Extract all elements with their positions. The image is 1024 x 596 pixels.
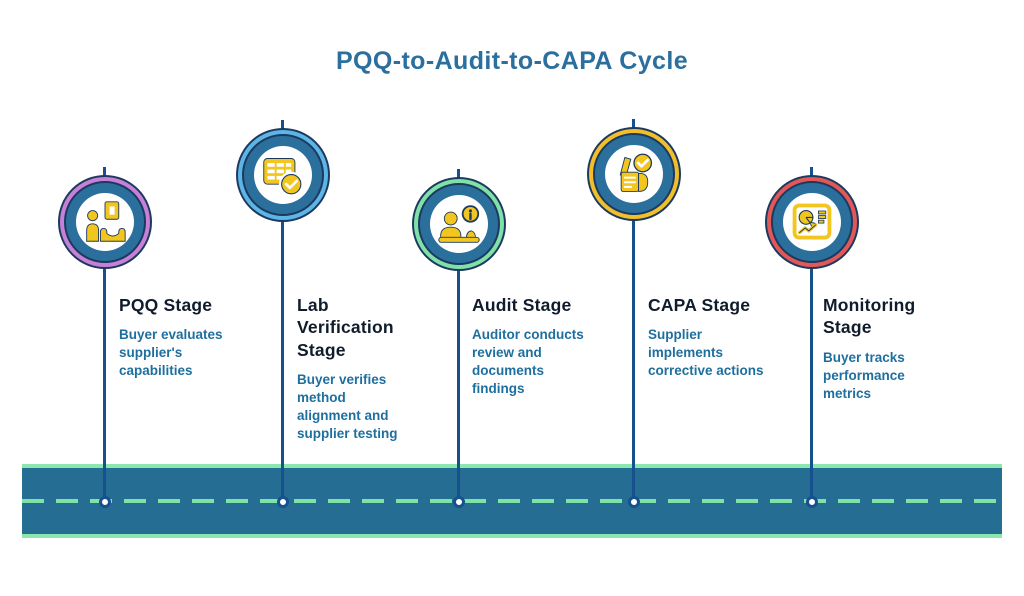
stage-description: Buyer evaluates supplier's capabilities [119,327,223,379]
accent-ring [58,175,152,269]
stage-node [236,128,330,222]
connector-dot [277,496,289,508]
main-ring [242,134,324,216]
page-title: PQQ-to-Audit-to-CAPA Cycle [335,47,689,75]
stage-text: CAPA Stage Supplier implements correctiv… [648,294,790,380]
accent-ring [412,177,506,271]
stage-description: Buyer verifies method alignment and supp… [297,372,398,442]
stage-description: Buyer tracks performance metrics [823,349,905,401]
interview-icon [86,201,126,242]
main-ring [593,133,675,215]
connector-stub [457,169,460,178]
icon-disc [605,145,663,203]
stage-text: PQQ Stage Buyer evaluates supplier's cap… [119,294,261,380]
dashboard-icon [792,203,832,240]
stage-text: Lab Verification Stage Buyer verifies me… [297,294,439,443]
icon-disc [783,193,841,251]
main-ring [64,181,146,263]
connector-line [632,220,635,502]
road-center-dashes [22,499,1002,503]
stage-text: Audit Stage Auditor conducts review and … [472,294,614,398]
stage-title: CAPA Stage [648,295,751,315]
checklist-hand-icon [619,152,655,192]
stage-title: Monitoring Stage [823,295,916,338]
connector-line [103,268,106,502]
stage-title: Audit Stage [472,295,572,315]
connector-dot [628,496,640,508]
icon-disc [430,195,488,253]
auditor-info-icon [438,205,480,243]
stage-text: Monitoring Stage Buyer tracks performanc… [823,294,965,403]
stage-node [412,177,506,271]
accent-ring [587,127,681,221]
connector-line [281,221,284,502]
stage-node [765,175,859,269]
connector-line [810,268,813,502]
connector-stub [632,119,635,128]
connector-dot [99,496,111,508]
main-ring [771,181,853,263]
connector-dot [453,496,465,508]
stage-node [587,127,681,221]
timeline-road [22,464,1002,538]
connector-line [457,270,460,502]
icon-disc [76,193,134,251]
icon-disc [254,146,312,204]
main-ring [418,183,500,265]
stage-title: PQQ Stage [119,295,213,315]
accent-ring [765,175,859,269]
stage-description: Supplier implements corrective actions [648,327,764,379]
stage-title: Lab Verification Stage [297,295,394,360]
connector-stub [810,167,813,176]
stage-node [58,175,152,269]
connector-stub [281,120,284,129]
connector-dot [806,496,818,508]
accent-ring [236,128,330,222]
stage-description: Auditor conducts review and documents fi… [472,327,584,397]
spreadsheet-check-icon [263,158,304,197]
connector-stub [103,167,106,176]
